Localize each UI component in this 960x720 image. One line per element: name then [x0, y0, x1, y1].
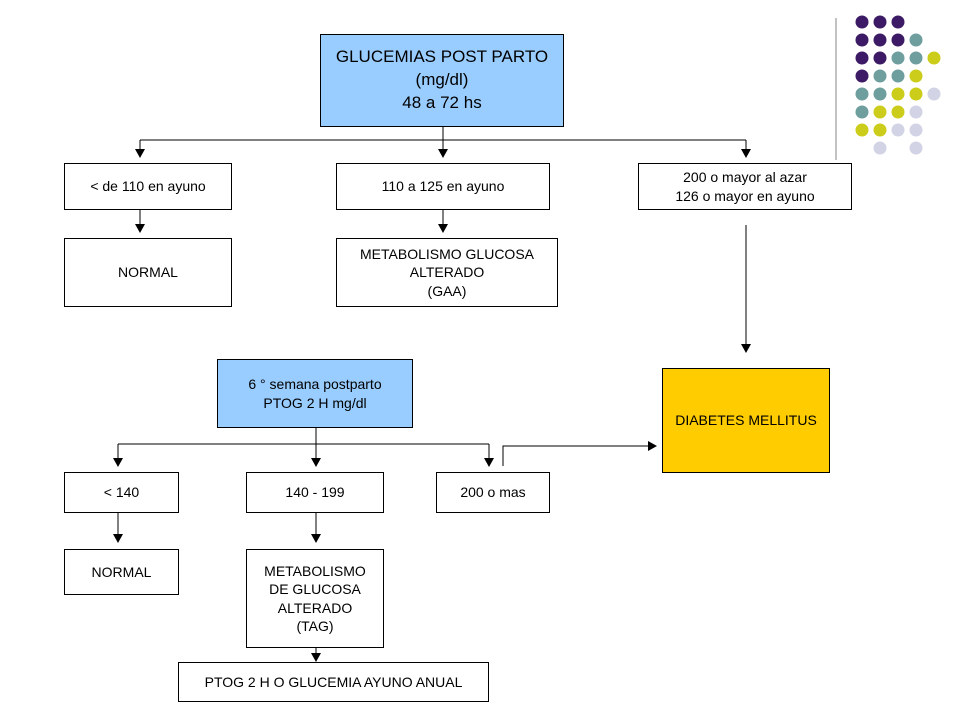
- decorative-dot: [909, 69, 923, 83]
- ogtt-below-140-label: < 140: [103, 484, 140, 501]
- fasting-110-125-box: 110 a 125 en ayuno: [336, 163, 550, 210]
- ogtt-200-plus-label: 200 o mas: [460, 484, 526, 501]
- decorative-dot: [855, 33, 869, 47]
- normal-top-box: NORMAL: [64, 238, 232, 307]
- normal-bottom-label: NORMAL: [91, 563, 152, 580]
- ogtt-140-199-box: 140 - 199: [246, 472, 384, 513]
- gaa-line-1: METABOLISMO GLUCOSA: [360, 246, 534, 263]
- decorative-dot: [873, 15, 887, 29]
- diabetes-mellitus-label: DIABETES MELLITUS: [675, 412, 817, 429]
- normal-bottom-box: NORMAL: [64, 549, 179, 595]
- tag-line-2: DE GLUCOSA: [269, 581, 361, 598]
- decorative-dot: [873, 123, 887, 137]
- decorative-dot: [927, 51, 941, 65]
- header-line-1: GLUCEMIAS POST PARTO: [335, 47, 549, 67]
- normal-top-label: NORMAL: [118, 264, 178, 281]
- random-200-fasting-126-box: 200 o mayor al azar 126 o mayor en ayuno: [638, 163, 852, 210]
- decorative-dot: [855, 51, 869, 65]
- decorative-dot: [855, 105, 869, 119]
- header-line-3: 48 a 72 hs: [402, 92, 482, 112]
- decorative-dot: [891, 51, 905, 65]
- fasting-110-125-label: 110 a 125 en ayuno: [381, 178, 505, 195]
- decorative-dot: [873, 51, 887, 65]
- tag-line-1: METABOLISMO: [264, 563, 366, 580]
- decorative-dot: [909, 123, 923, 137]
- decorative-dot: [909, 33, 923, 47]
- postpartum-glucose-header: GLUCEMIAS POST PARTO (mg/dl) 48 a 72 hs: [320, 34, 564, 127]
- annual-followup-box: PTOG 2 H O GLUCEMIA AYUNO ANUAL: [178, 662, 489, 702]
- fasting-below-110-label: < de 110 en ayuno: [90, 178, 206, 195]
- decorative-dot: [873, 141, 887, 155]
- impaired-fasting-glucose-box: METABOLISMO GLUCOSA ALTERADO (GAA): [336, 238, 558, 307]
- decorative-dot: [891, 69, 905, 83]
- decorative-dot: [855, 87, 869, 101]
- decorative-dot: [909, 87, 923, 101]
- fasting-126-label: 126 o mayor en ayuno: [675, 187, 815, 204]
- gaa-line-3: (GAA): [427, 282, 467, 299]
- decorative-dot: [891, 105, 905, 119]
- arrow-200mas-to-diabetes: [502, 441, 657, 466]
- random-200-label: 200 o mayor al azar: [683, 169, 807, 186]
- gaa-line-2: ALTERADO: [409, 264, 485, 281]
- week6-line-1: 6 ° semana postparto: [248, 376, 382, 393]
- decorative-dot: [909, 105, 923, 119]
- diabetes-mellitus-box: DIABETES MELLITUS: [662, 368, 830, 473]
- ogtt-200-plus-box: 200 o mas: [436, 472, 550, 513]
- header-line-2: (mg/dl): [415, 70, 469, 90]
- decorative-dot: [855, 123, 869, 137]
- tag-line-4: (TAG): [296, 617, 334, 634]
- impaired-glucose-tolerance-box: METABOLISMO DE GLUCOSA ALTERADO (TAG): [246, 549, 384, 648]
- annual-followup-label: PTOG 2 H O GLUCEMIA AYUNO ANUAL: [204, 673, 463, 690]
- decorative-dot: [891, 87, 905, 101]
- week6-line-2: PTOG 2 H mg/dl: [263, 394, 367, 411]
- decorative-dot: [891, 123, 905, 137]
- fasting-below-110-box: < de 110 en ayuno: [64, 163, 232, 210]
- decorative-dot: [855, 69, 869, 83]
- decorative-dot: [891, 33, 905, 47]
- decorative-dot: [873, 33, 887, 47]
- decorative-dot: [909, 51, 923, 65]
- ogtt-140-199-label: 140 - 199: [285, 484, 345, 501]
- decorative-dot: [891, 15, 905, 29]
- decorative-dot: [873, 105, 887, 119]
- decorative-dot: [855, 15, 869, 29]
- ogtt-below-140-box: < 140: [64, 472, 179, 513]
- week6-ogtt-header: 6 ° semana postparto PTOG 2 H mg/dl: [217, 359, 413, 428]
- decorative-dot: [873, 69, 887, 83]
- decorative-dot: [873, 87, 887, 101]
- decorative-dot: [909, 141, 923, 155]
- tag-line-3: ALTERADO: [277, 599, 353, 616]
- decorative-dot: [927, 87, 941, 101]
